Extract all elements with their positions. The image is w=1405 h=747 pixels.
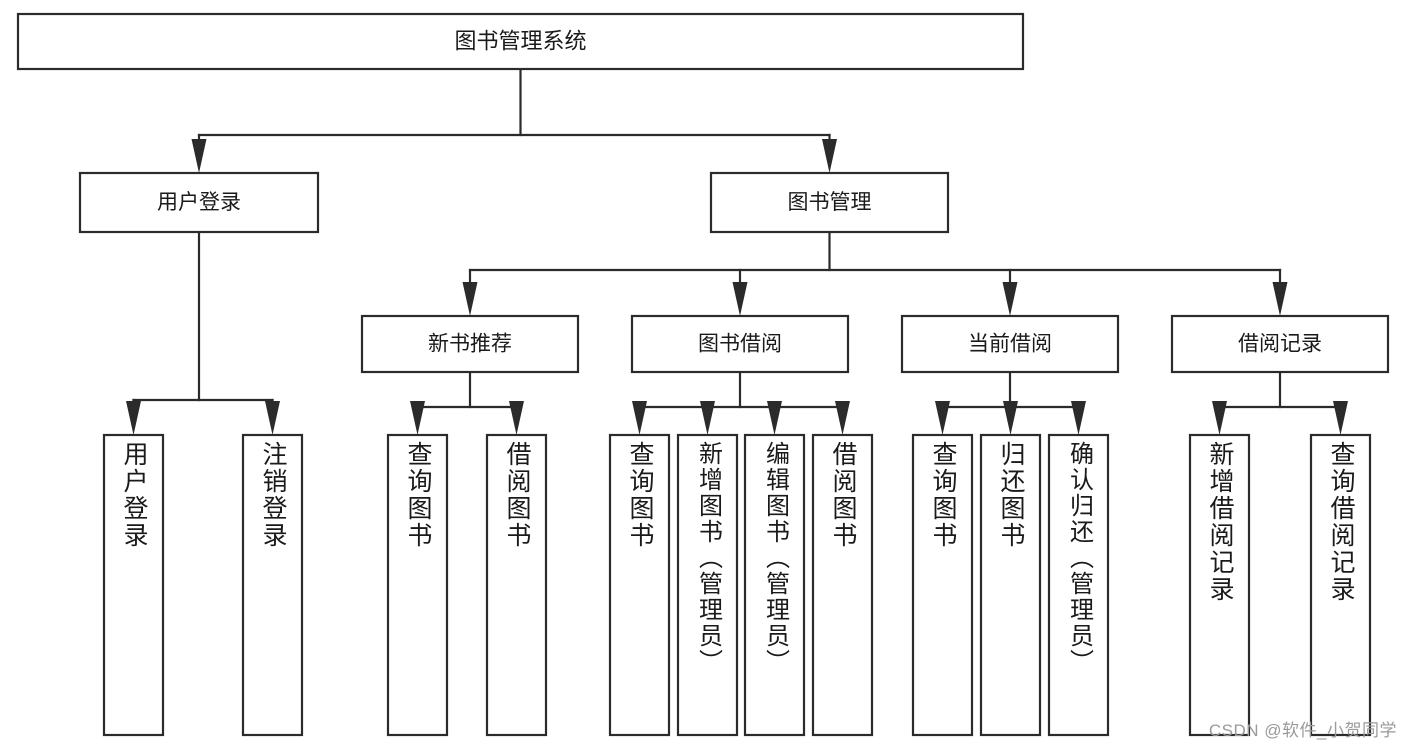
node-book-management-label: 图书管理 — [788, 191, 872, 214]
arrow-book-borrow-to-leaf-query-book-2-head — [632, 401, 647, 435]
arrow-current-borrow-to-leaf-query-book-3-head — [935, 401, 950, 435]
node-leaf-user-login[interactable] — [102, 433, 165, 737]
arrow-user-login-to-leaf-logout-head — [265, 401, 280, 435]
arrow-bm-to-book-borrow-head — [732, 282, 748, 316]
arrow-book-borrow-to-leaf-edit-book-admin-head — [767, 401, 782, 435]
arrow-bm-to-new-book-recommend-head — [462, 282, 478, 316]
arrow-borrow-records-to-leaf-add-borrow-record-head — [1212, 401, 1227, 435]
arrow-borrow-records-to-leaf-query-borrow-record-head — [1333, 401, 1348, 435]
arrow-current-borrow-to-leaf-confirm-return-admin-head — [1071, 401, 1086, 435]
arrow-bm-to-current-borrow-head — [1002, 282, 1018, 316]
node-borrow-records[interactable] — [1170, 314, 1390, 374]
arrow-root-to-book-management-head — [822, 139, 837, 173]
node-book-borrow[interactable] — [630, 314, 850, 374]
node-leaf-add-borrow-record[interactable] — [1188, 433, 1251, 737]
node-leaf-return-book[interactable] — [979, 433, 1042, 737]
node-box-layer — [16, 12, 1390, 737]
node-leaf-borrow-book-1[interactable] — [485, 433, 548, 737]
node-root-label: 图书管理系统 — [454, 28, 586, 53]
node-book-borrow-label: 图书借阅 — [698, 333, 782, 356]
node-new-book-recommend[interactable] — [360, 314, 580, 374]
node-book-management[interactable] — [709, 171, 950, 234]
arrow-root-to-user-login-head — [191, 139, 207, 173]
connector-layer — [126, 67, 1348, 435]
arrow-user-login-to-leaf-user-login-head — [126, 401, 141, 435]
arrow-bm-to-borrow-records-head — [1272, 282, 1288, 316]
arrow-book-borrow-to-leaf-borrow-book-2-head — [835, 401, 850, 435]
node-user-login[interactable] — [78, 171, 320, 234]
arrow-new-book-recommend-to-leaf-query-book-1-head — [410, 401, 425, 435]
node-current-borrow-label: 当前借阅 — [968, 333, 1052, 356]
watermark-text: CSDN @软件_小贺同学 — [1208, 721, 1397, 740]
arrow-current-borrow-to-leaf-return-book-head — [1003, 401, 1018, 435]
node-leaf-confirm-return-admin[interactable] — [1047, 433, 1110, 737]
node-leaf-query-borrow-record[interactable] — [1309, 433, 1372, 737]
node-leaf-query-book-1[interactable] — [386, 433, 449, 737]
node-leaf-add-book-admin[interactable] — [676, 433, 739, 737]
node-leaf-borrow-book-2[interactable] — [811, 433, 874, 737]
node-leaf-edit-book-admin[interactable] — [743, 433, 806, 737]
node-leaf-query-book-3[interactable] — [911, 433, 974, 737]
arrow-new-book-recommend-to-leaf-borrow-book-1-head — [509, 401, 524, 435]
node-current-borrow[interactable] — [900, 314, 1120, 374]
node-user-login-label: 用户登录 — [157, 191, 241, 214]
node-new-book-recommend-label: 新书推荐 — [428, 333, 512, 356]
node-leaf-query-book-2[interactable] — [608, 433, 671, 737]
node-leaf-logout[interactable] — [241, 433, 304, 737]
node-root[interactable] — [16, 12, 1025, 71]
node-borrow-records-label: 借阅记录 — [1238, 333, 1322, 356]
arrow-book-borrow-to-leaf-add-book-admin-head — [700, 401, 715, 435]
